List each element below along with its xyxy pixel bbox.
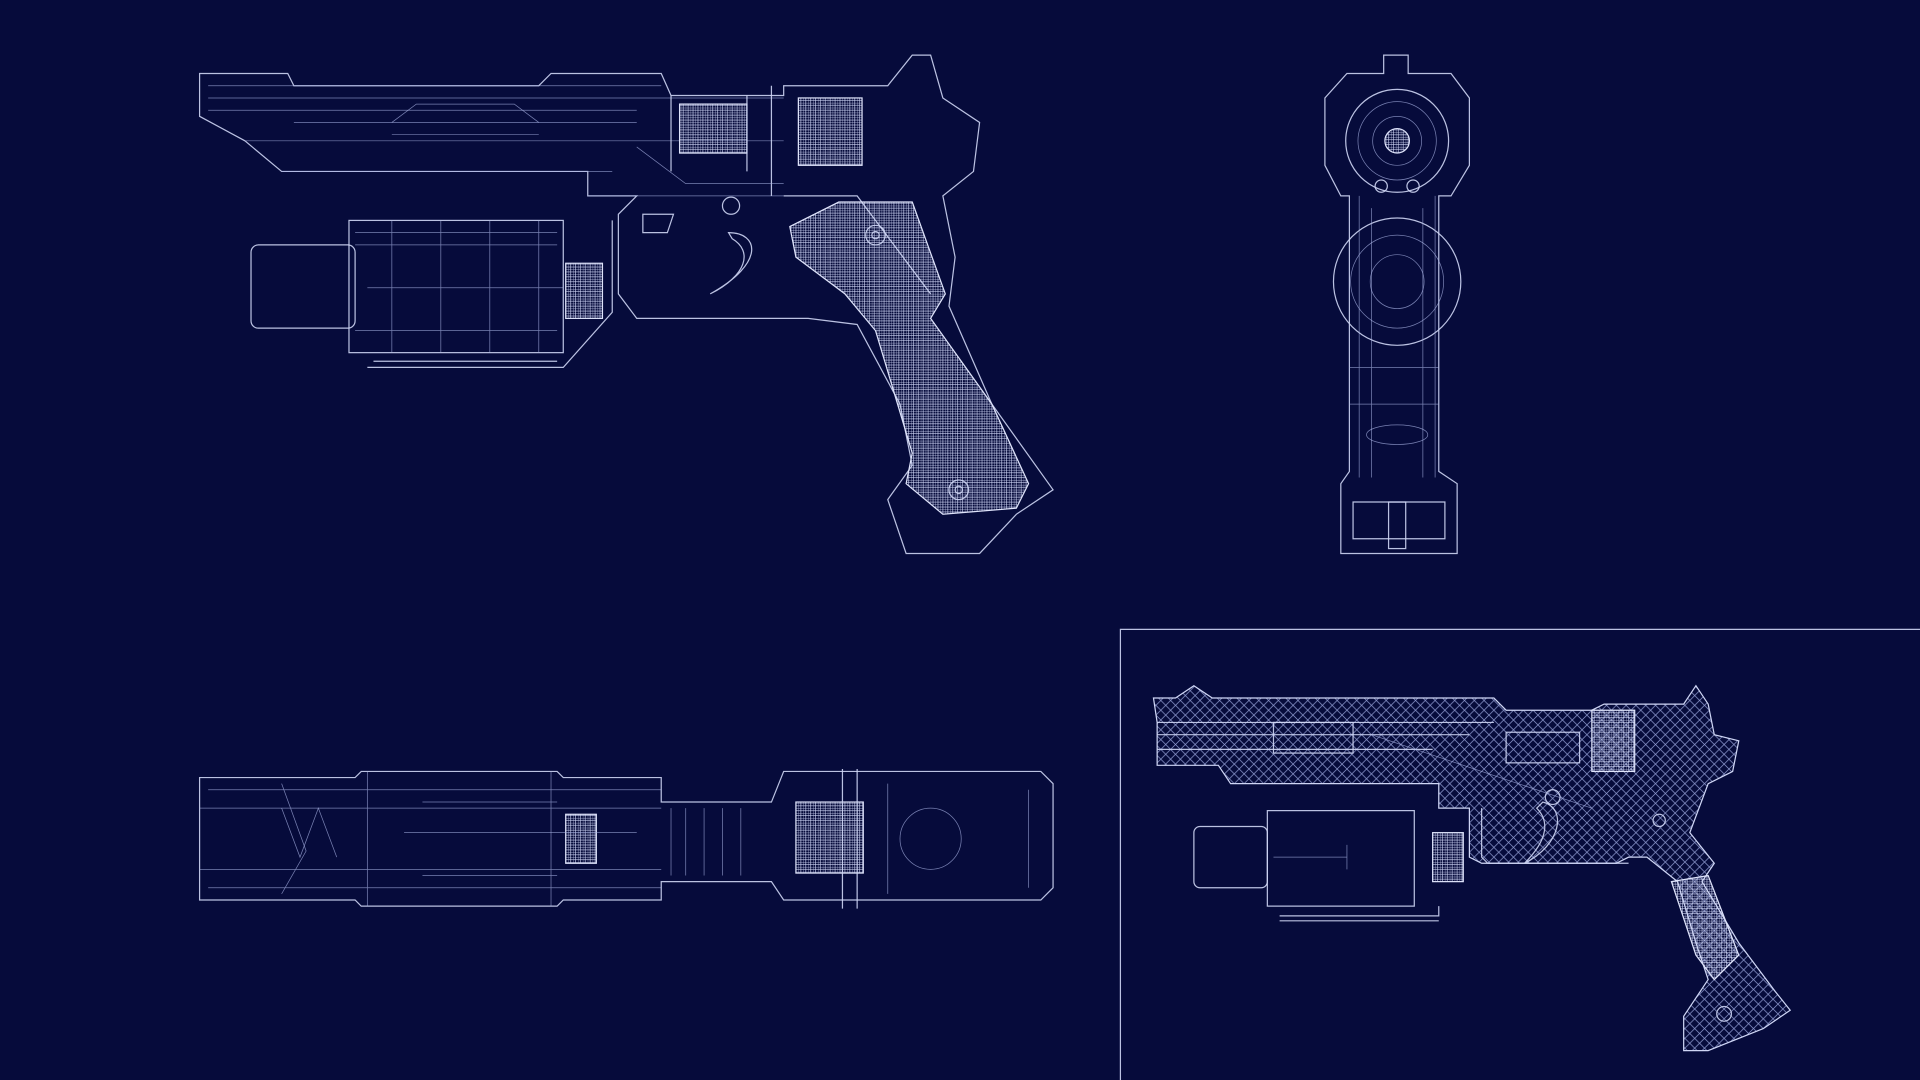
side-view-wireframe [198,54,1054,555]
rear-view-wireframe [1324,54,1470,555]
side-section-view [1119,628,1920,1080]
top-view-wireframe [198,768,1054,909]
